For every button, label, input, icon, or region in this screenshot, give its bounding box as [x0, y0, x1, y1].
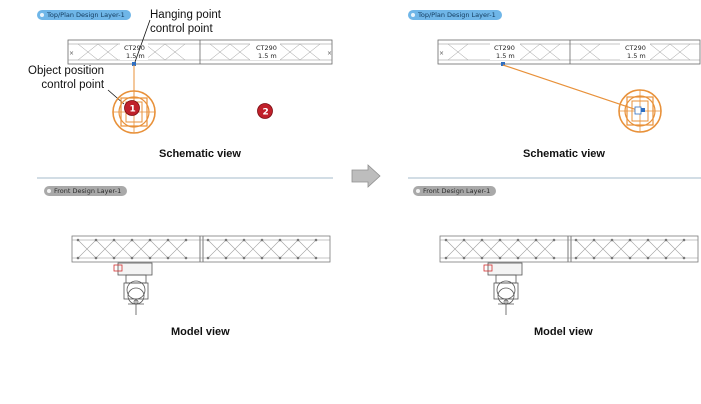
top-plan-layer-tag[interactable]: Top/Plan Design Layer-1	[408, 10, 502, 20]
truss-label-name: CT290	[494, 44, 515, 52]
caption-model-view: Model view	[534, 326, 593, 338]
fixture-model-icon[interactable]	[483, 262, 523, 315]
truss-label-length: 1.5 m	[627, 52, 646, 60]
front-layer-tag[interactable]: Front Design Layer-1	[413, 186, 497, 196]
truss-label-name: CT290	[124, 44, 145, 52]
fixture-icon[interactable]	[112, 90, 156, 134]
truss-label-length: 1.5 m	[258, 52, 277, 60]
truss-label-name: CT290	[256, 44, 277, 52]
arrow-right-icon	[351, 164, 381, 188]
badge-2-label: 2	[263, 108, 269, 118]
hanging-point-icon[interactable]	[132, 62, 136, 66]
fixture-icon[interactable]	[618, 89, 662, 133]
truss-model-left[interactable]	[71, 235, 331, 263]
caption-schematic-view: Schematic view	[523, 148, 605, 160]
view-divider	[37, 177, 333, 179]
truss-model-right[interactable]	[439, 235, 699, 263]
fixture-model-icon[interactable]	[113, 262, 153, 315]
callout-object-position: Object position control point	[28, 64, 104, 92]
badge-1-label: 1	[130, 105, 136, 115]
truss-label-length: 1.5 m	[126, 52, 145, 60]
truss-schematic-right[interactable]: ×	[437, 39, 701, 65]
top-plan-layer-tag[interactable]: Top/Plan Design Layer-1	[37, 10, 131, 20]
callout-line: control point	[150, 23, 213, 35]
callout-leader-hanging	[134, 19, 151, 63]
callout-line: Hanging point	[150, 9, 221, 21]
badge-2	[257, 103, 273, 119]
front-layer-tag[interactable]: Front Design Layer-1	[44, 186, 128, 196]
callout-hanging-point: Hanging point control point	[150, 8, 221, 36]
svg-text:×: ×	[69, 50, 74, 57]
badge-1	[124, 100, 140, 116]
truss-schematic-left[interactable]: × ×	[67, 39, 333, 65]
hanging-link-line	[502, 64, 641, 112]
view-divider	[408, 177, 701, 179]
callout-line: Object position	[28, 65, 105, 77]
svg-text:×: ×	[327, 50, 332, 57]
hanging-point-icon[interactable]	[501, 62, 505, 66]
callout-line: control point	[41, 79, 105, 91]
caption-schematic-view: Schematic view	[159, 148, 241, 160]
svg-text:×: ×	[439, 50, 444, 57]
caption-model-view: Model view	[171, 326, 230, 338]
truss-label-length: 1.5 m	[496, 52, 515, 60]
truss-label-name: CT290	[625, 44, 646, 52]
